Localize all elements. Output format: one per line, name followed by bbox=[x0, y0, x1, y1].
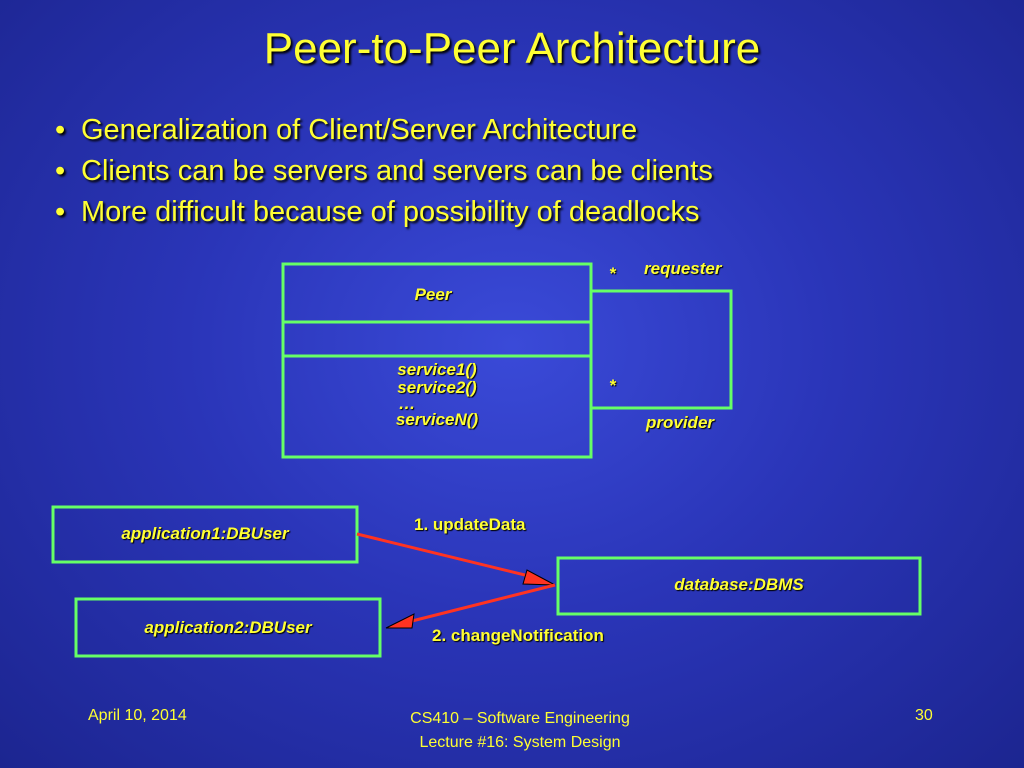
object-label-application2: application2:DBUser bbox=[144, 618, 312, 637]
bullet-text: More difficult because of possibility of… bbox=[81, 196, 700, 228]
message-update-data: 1. updateData bbox=[414, 515, 526, 534]
footer-course: CS410 – Software Engineering Lecture #16… bbox=[340, 707, 700, 755]
change-notification-arrow-line bbox=[407, 583, 556, 624]
bullet-dot-icon: • bbox=[55, 114, 66, 146]
multiplicity-bottom: * bbox=[609, 376, 616, 395]
message-change-notification: 2. changeNotification bbox=[432, 626, 604, 645]
peer-class-attribute-compartment bbox=[281, 320, 593, 358]
bullet-item: • More difficult because of possibility o… bbox=[55, 192, 713, 233]
method-item: … bbox=[398, 394, 416, 413]
peer-methods-list: service1() service2() … serviceN() bbox=[283, 361, 591, 429]
object-label-database: database:DBMS bbox=[674, 575, 804, 594]
object-box-application2 bbox=[74, 597, 382, 658]
bullet-text: Clients can be servers and servers can b… bbox=[81, 155, 713, 187]
multiplicity-top: * bbox=[609, 264, 616, 283]
change-notification-arrowhead-icon bbox=[385, 613, 415, 629]
bullet-item: • Generalization of Client/Server Archite… bbox=[55, 110, 713, 151]
role-provider: provider bbox=[646, 413, 715, 432]
peer-class-name: Peer bbox=[414, 285, 452, 304]
method-item: service2() bbox=[397, 378, 477, 397]
bullet-list: • Generalization of Client/Server Archite… bbox=[55, 110, 713, 233]
bullet-dot-icon: • bbox=[55, 155, 66, 187]
slide-title: Peer-to-Peer Architecture bbox=[263, 24, 761, 73]
self-association-line bbox=[591, 289, 733, 410]
footer-date: April 10, 2014 bbox=[88, 707, 187, 724]
footer-page-number: 30 bbox=[915, 707, 933, 724]
object-box-database bbox=[556, 556, 922, 616]
bullet-item: • Clients can be servers and servers can … bbox=[55, 151, 713, 192]
footer-course-line1: CS410 – Software Engineering bbox=[410, 710, 630, 727]
role-requester: requester bbox=[644, 259, 722, 278]
object-label-application1: application1:DBUser bbox=[121, 524, 289, 543]
footer-course-line2: Lecture #16: System Design bbox=[419, 734, 621, 751]
bullet-text: Generalization of Client/Server Architec… bbox=[81, 114, 638, 146]
method-item: serviceN() bbox=[395, 410, 479, 429]
method-item: service1() bbox=[397, 360, 477, 379]
update-data-arrow-line bbox=[356, 532, 530, 578]
bullet-dot-icon: • bbox=[55, 196, 66, 228]
update-data-arrowhead-icon bbox=[522, 569, 556, 586]
